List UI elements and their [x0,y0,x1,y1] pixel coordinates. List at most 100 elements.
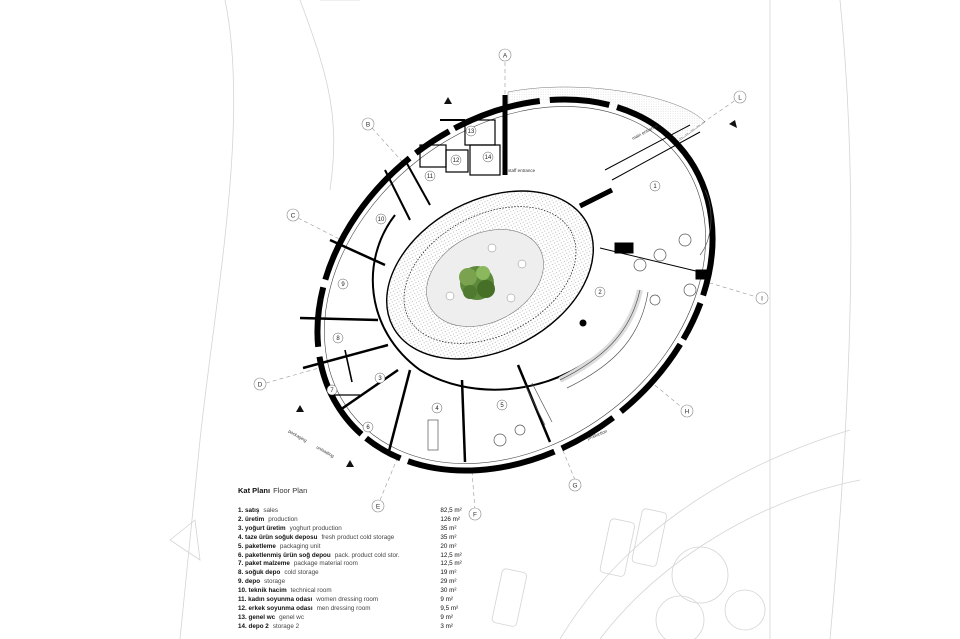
room-name-en: storage [264,578,286,586]
partition-walls [299,95,711,463]
svg-text:D: D [258,382,263,389]
svg-text:C: C [291,213,296,220]
room-area: 12,5 m² [440,560,462,568]
room-14-tag: 14 [482,151,494,163]
svg-text:L: L [738,95,742,102]
room-name-tr: 10. [238,587,247,595]
svg-text:3: 3 [378,376,382,382]
room-name-en: sales [263,507,279,514]
room-name-en: packaging unit [279,542,321,550]
room-name-tr: 13. [238,613,247,621]
room-11-tag: 11 [424,170,436,182]
marker-D: D [253,377,267,391]
room-area: 19 m² [440,569,457,577]
room-name-tr: 12. [238,604,247,612]
room-name-tr: kadın soyunma odası [248,596,313,604]
room-area: 126 m² [440,515,460,523]
section-markers: A B C D E F G H I L [253,48,769,521]
room-6-tag: 6 [362,421,374,433]
packaging-label: packaging [288,429,309,444]
room-2-tag: 2 [594,286,606,298]
svg-text:H: H [685,409,690,416]
marker-H: H [680,404,694,418]
room-10-tag: 10 [375,213,387,225]
room-name-tr: erkek soyunma odası [248,604,313,612]
room-area: 3 m² [440,622,453,630]
room-9-tag: 9 [337,278,349,290]
svg-text:12: 12 [453,158,460,164]
room-name-en: men dressing room [316,604,371,612]
marker-L: L [733,90,747,104]
room-name-tr: 2. [238,515,244,523]
room-name-tr: 3. [238,524,244,532]
svg-text:7: 7 [330,388,334,394]
room-name-tr: 11. [238,596,247,604]
svg-text:10: 10 [378,217,385,223]
room-name-tr: depo 2 [248,622,269,630]
marker-G: G [568,478,582,492]
svg-text:E: E [376,504,381,511]
room-5-tag: 5 [496,399,508,411]
svg-text:2: 2 [598,290,602,296]
room-name-tr: 1. [238,507,244,514]
svg-text:F: F [473,512,477,519]
svg-text:G: G [572,483,577,490]
room-name-en: production [268,515,298,523]
room-13-tag: 13 [465,125,477,137]
room-name-tr: 6. [238,551,244,559]
room-3-tag: 3 [374,372,386,384]
svg-text:13: 13 [468,129,475,135]
room-name-tr: paketleme [245,542,276,550]
room-7-tag: 7 [326,384,338,396]
room-name-tr: teknik hacim [248,587,287,595]
room-name-en: fresh product cold storage [321,533,395,541]
room-name-tr: yoğurt üretim [245,524,286,532]
marker-C: C [286,208,300,222]
room-name-en: genel wc [279,613,304,621]
svg-text:I: I [761,296,763,303]
svg-text:5: 5 [500,403,504,409]
svg-text:1: 1 [653,184,657,190]
svg-text:A: A [503,53,508,60]
staff-entrance-label: staff entrance [508,168,536,173]
room-name-tr: paketlenmiş ürün soğ depou [245,551,331,559]
room-name-en: cold storage [284,569,319,577]
room-name-en: storage 2 [272,622,300,630]
room-name-tr: 4. [238,533,244,541]
room-name-tr: 8. [238,569,244,577]
room-area: 20 m² [440,542,457,550]
room-area: 12,5 m² [440,551,462,559]
room-12-tag: 12 [450,154,462,166]
room-name-tr: depo [245,578,261,586]
room-area: 82,5 m² [440,507,462,514]
room-area: 35 m² [440,524,457,532]
site-context [169,0,861,639]
unloading-label: unloading [316,445,336,459]
room-name-tr: taze ürün soğuk deposu [245,533,318,541]
marker-B: B [361,117,375,131]
room-name-en: yoghurt production [289,524,342,532]
room-1-tag: 1 [649,180,661,192]
room-name-en: package material room [293,560,358,568]
room-name-tr: genel wc [248,613,276,621]
room-8-tag: 8 [332,332,344,344]
room-name-tr: 14. [238,622,247,630]
furniture [427,189,712,451]
marker-F: F [468,507,482,521]
tree-icon [459,266,495,300]
room-area: 9,5 m² [440,604,459,612]
room-name-en: pack. product cold stor. [334,551,400,559]
